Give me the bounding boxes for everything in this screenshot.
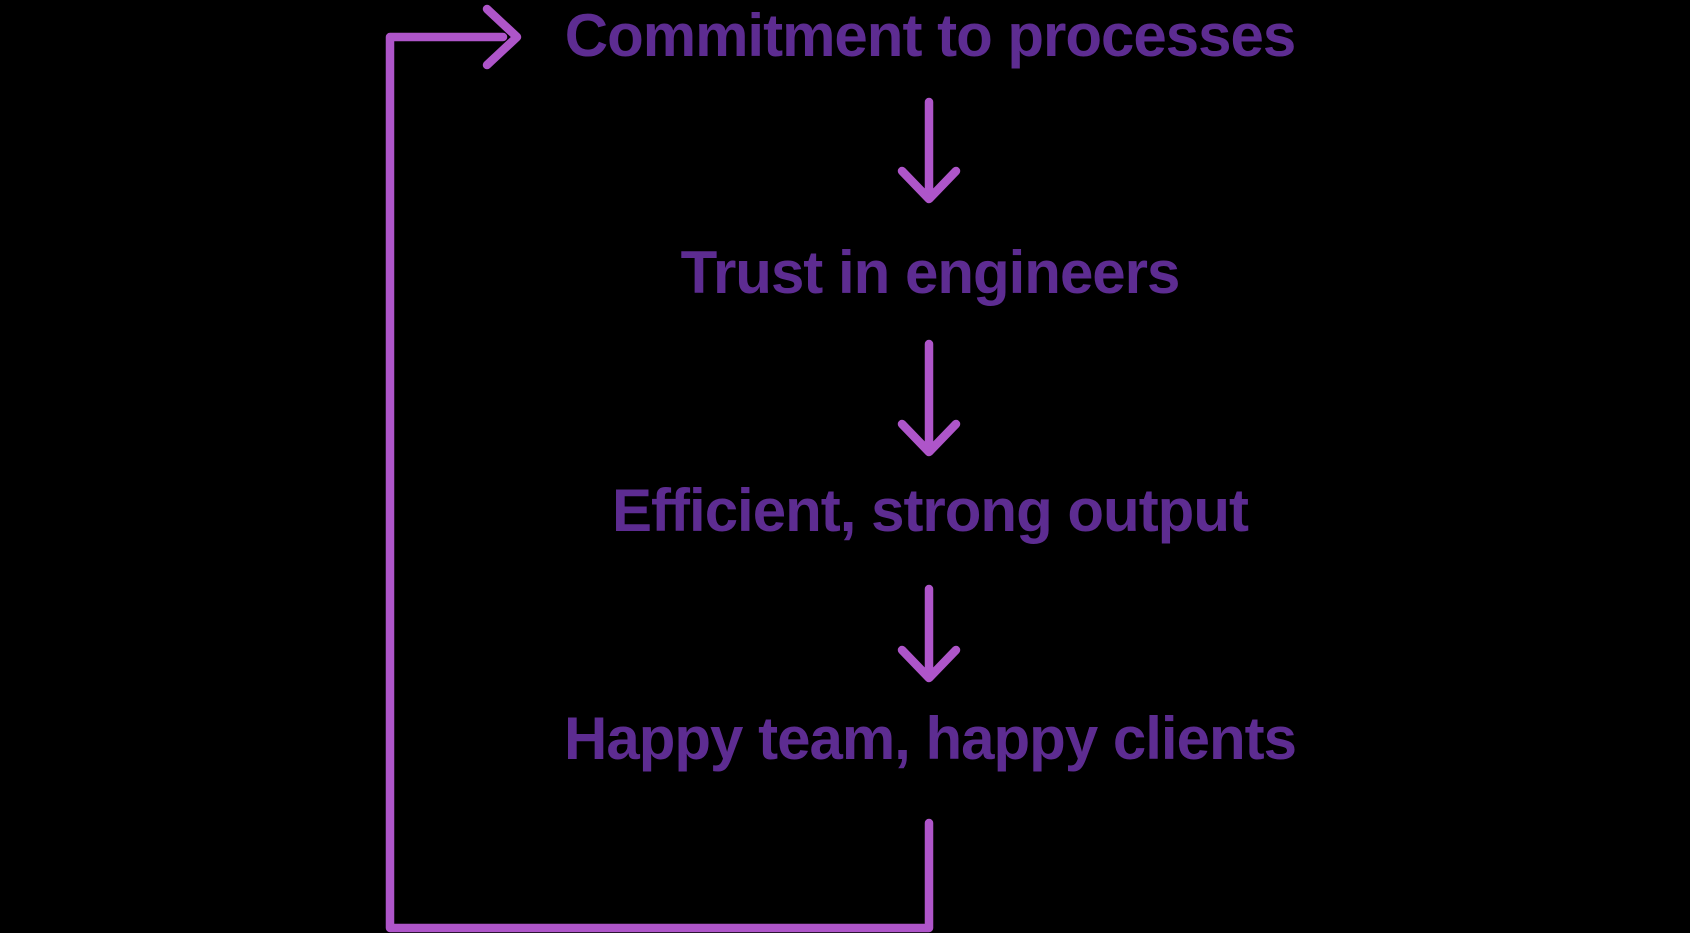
step-label-trust: Trust in engineers — [680, 239, 1181, 306]
loop-back-arrow-icon — [385, 4, 934, 933]
down-arrow-icon — [897, 584, 961, 683]
down-arrow-icon — [897, 97, 961, 204]
step-label-output: Efficient, strong output — [612, 477, 1249, 544]
down-arrow-icon — [897, 339, 961, 457]
step-label-commitment: Commitment to processes — [564, 2, 1297, 69]
step-label-happy: Happy team, happy clients — [564, 705, 1297, 772]
